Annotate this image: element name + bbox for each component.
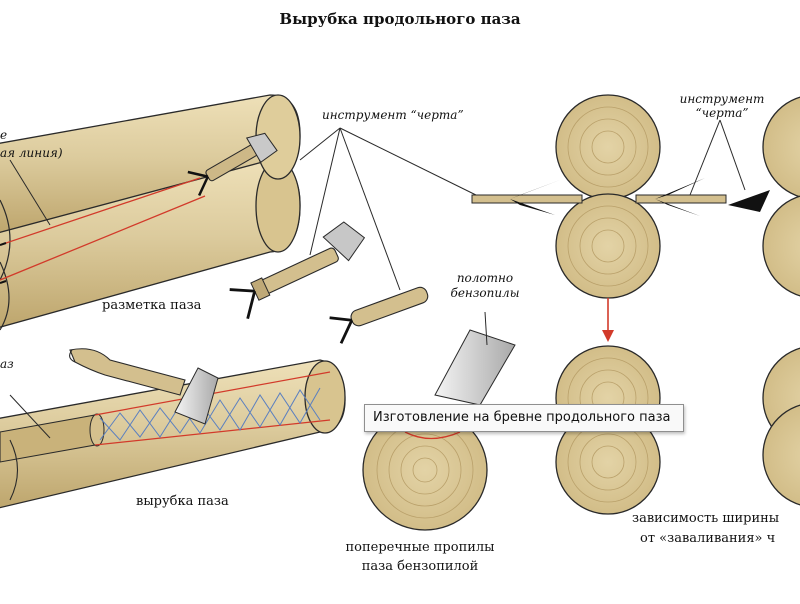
label-tool-right-2: “черта” [695,106,749,120]
label-dependency-2: от «заваливания» ч [640,531,776,546]
label-left-top-1: е [0,128,8,142]
log-cutting [0,348,346,509]
label-tool-right-1: инструмент [679,92,765,106]
diagram-title: Вырубка продольного паза [279,10,521,28]
cross-cut-log [362,311,516,531]
log-ends-right [471,94,800,515]
label-left-bottom: аз [0,357,14,371]
label-cutting: вырубка паза [136,494,229,509]
label-saw-2: бензопилы [450,286,520,300]
label-marking: разметка паза [102,298,202,313]
logs-marking [0,94,301,331]
scribe-tools [229,127,479,344]
image-tooltip: Изготовление на бревне продольного паза [364,404,684,432]
label-left-top-2: ая линия) [0,146,63,160]
label-dependency-1: зависимость ширины [632,511,780,526]
label-cross-cuts-2: паза бензопилой [361,559,479,574]
label-tool-top: инструмент “черта” [322,108,464,122]
label-cross-cuts-1: поперечные пропилы [345,540,495,555]
label-saw-1: полотно [456,271,514,285]
